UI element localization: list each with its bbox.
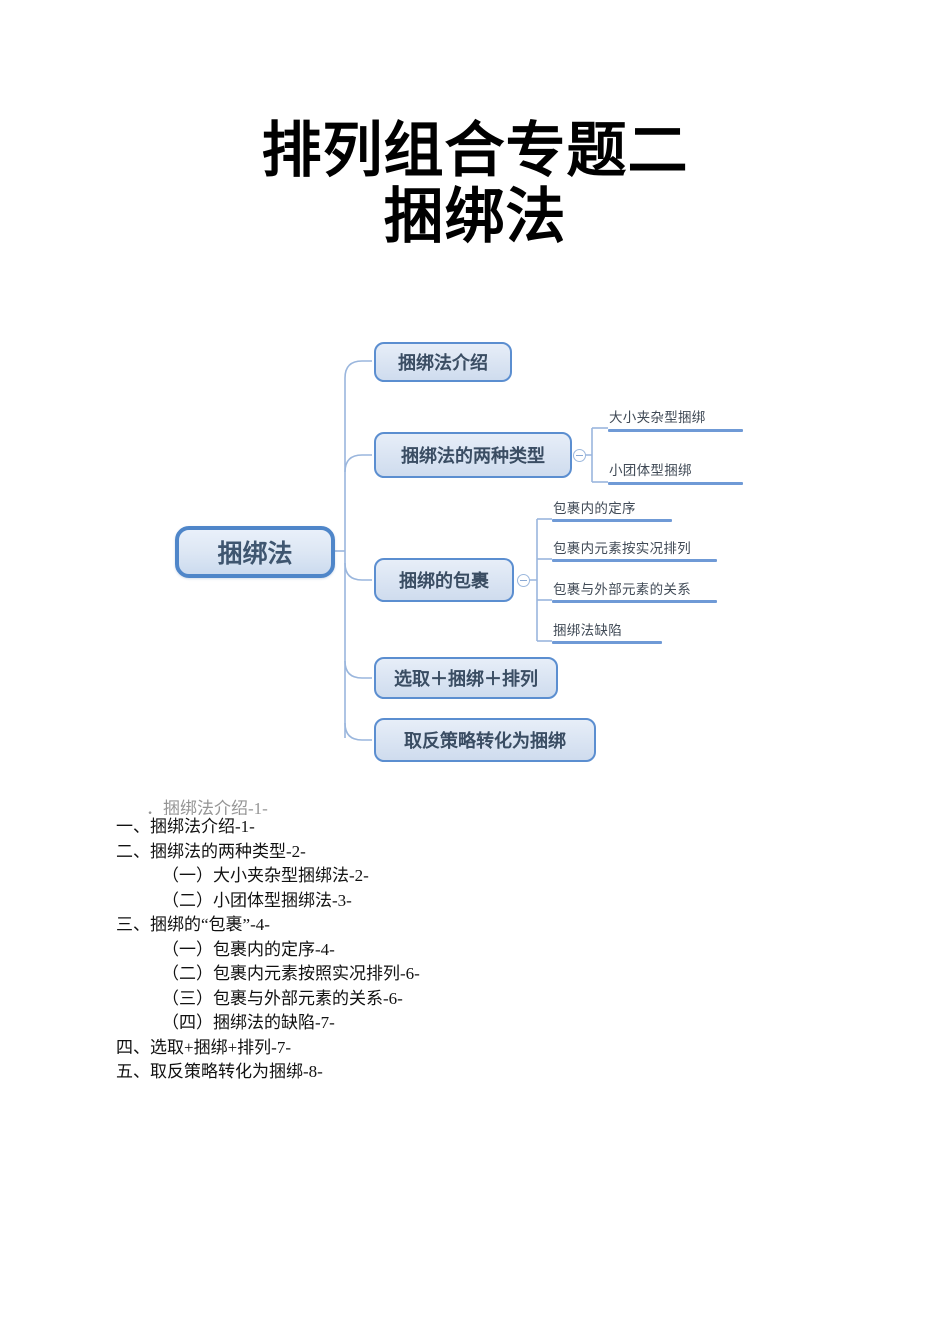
- mindmap-leaf-underline: [552, 600, 717, 603]
- mindmap-leaf-underline: [552, 559, 717, 562]
- mindmap-branch-intro-label: 捆绑法介绍: [398, 353, 488, 373]
- mindmap-central-label: 捆绑法: [217, 540, 293, 568]
- mindmap-leaf-mixed-size[interactable]: 大小夹杂型捆绑: [609, 406, 706, 426]
- mindmap-branch-complement-strategy[interactable]: 取反策略转化为捆绑: [374, 718, 596, 762]
- mindmap-branch-select-bind-arrange-label: 选取＋捆绑＋排列: [394, 669, 538, 689]
- toc-row[interactable]: 五、取反策略转化为捆绑-8-: [116, 1062, 323, 1081]
- mindmap-branch-package[interactable]: 捆绑的包裹: [374, 558, 514, 602]
- mindmap-leaf-underline: [552, 641, 662, 644]
- mindmap-branch-select-bind-arrange[interactable]: 选取＋捆绑＋排列: [374, 657, 558, 699]
- toc-ghost-row: ．捆绑法介绍-1-: [146, 799, 268, 815]
- toc-row[interactable]: （一）大小夹杂型捆绑法-2-: [162, 866, 369, 885]
- collapse-toggle-package[interactable]: [517, 574, 530, 587]
- toc-row[interactable]: 二、捆绑法的两种类型-2-: [116, 841, 306, 861]
- mindmap-branch-two-types[interactable]: 捆绑法的两种类型: [374, 432, 572, 478]
- title-line-2: 捆绑法: [383, 183, 567, 251]
- toc-row[interactable]: （一）包裹内的定序-4-: [162, 939, 335, 959]
- mindmap-branch-two-types-label: 捆绑法的两种类型: [401, 446, 545, 466]
- mindmap-leaf-outer-relation[interactable]: 包裹与外部元素的关系: [553, 578, 691, 598]
- mindmap-leaf-drawback[interactable]: 捆绑法缺陷: [553, 619, 622, 639]
- mindmap-leaf-inner-arrange[interactable]: 包裹内元素按实况排列: [553, 537, 691, 557]
- mindmap-leaf-inner-order-label: 包裹内的定序: [553, 501, 636, 516]
- toc-row[interactable]: 三、捆绑的“包裹”-4-: [116, 915, 270, 934]
- toc-row[interactable]: 四、选取+捆绑+排列-7-: [116, 1037, 291, 1057]
- table-of-contents: ．捆绑法介绍-1- 一、捆绑法介绍-1- 二、捆绑法的两种类型-2- （一）大小…: [116, 798, 816, 1085]
- mindmap-leaf-small-group-label: 小团体型捆绑: [609, 463, 692, 478]
- mindmap-branch-intro[interactable]: 捆绑法介绍: [374, 342, 512, 382]
- mindmap-branch-complement-strategy-label: 取反策略转化为捆绑: [404, 731, 566, 751]
- mindmap-leaf-mixed-size-label: 大小夹杂型捆绑: [609, 410, 706, 425]
- toc-row[interactable]: （四）捆绑法的缺陷-7-: [162, 1013, 335, 1032]
- mindmap-leaf-small-group[interactable]: 小团体型捆绑: [609, 459, 692, 479]
- mindmap-leaf-underline: [608, 429, 743, 432]
- mindmap-leaf-inner-order[interactable]: 包裹内的定序: [553, 497, 636, 517]
- mindmap-leaf-underline: [552, 519, 672, 522]
- collapse-toggle-two-types[interactable]: [573, 449, 586, 462]
- mindmap-central-node[interactable]: 捆绑法: [175, 526, 335, 578]
- mindmap-diagram: 捆绑法 捆绑法介绍 捆绑法的两种类型 大小夹杂型捆绑 小团体型捆绑 捆绑的包裹 …: [0, 318, 950, 788]
- title-line-1: 排列组合专题二: [261, 117, 689, 185]
- toc-row[interactable]: （三）包裹与外部元素的关系-6-: [162, 988, 403, 1008]
- page-title: 排列组合专题二 捆绑法: [0, 118, 950, 250]
- mindmap-leaf-inner-arrange-label: 包裹内元素按实况排列: [553, 541, 691, 556]
- toc-row[interactable]: （二）包裹内元素按照实况排列-6-: [162, 964, 420, 983]
- mindmap-leaf-outer-relation-label: 包裹与外部元素的关系: [553, 582, 691, 597]
- mindmap-leaf-underline: [608, 482, 743, 485]
- toc-row[interactable]: 一、捆绑法介绍-1-: [116, 817, 255, 836]
- mindmap-leaf-drawback-label: 捆绑法缺陷: [553, 623, 622, 638]
- mindmap-branch-package-label: 捆绑的包裹: [399, 571, 489, 591]
- toc-row[interactable]: （二）小团体型捆绑法-3-: [162, 890, 352, 910]
